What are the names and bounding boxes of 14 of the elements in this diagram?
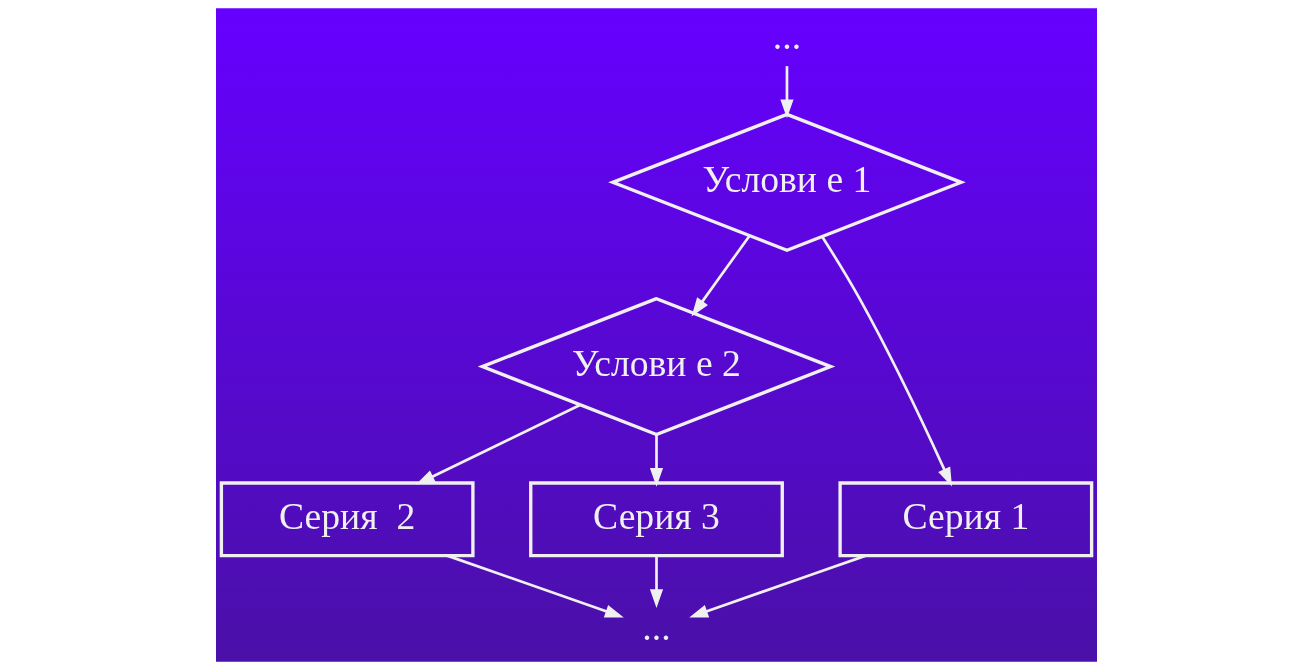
arrow bbox=[780, 66, 794, 119]
node-text: ... bbox=[772, 15, 802, 58]
arrow bbox=[691, 234, 751, 317]
arrow bbox=[415, 403, 581, 485]
arrow bbox=[649, 556, 664, 609]
node-box: Серия 3 bbox=[529, 481, 784, 558]
arrow bbox=[649, 434, 664, 487]
arrow bbox=[821, 236, 952, 487]
arrow bbox=[689, 554, 867, 618]
node-text: ... bbox=[642, 605, 671, 648]
arrow bbox=[446, 554, 624, 618]
node-diamond: Услови е 1 bbox=[608, 112, 966, 253]
node-box: Серия 1 bbox=[838, 481, 1094, 558]
node-box: Серия 2 bbox=[219, 481, 475, 558]
